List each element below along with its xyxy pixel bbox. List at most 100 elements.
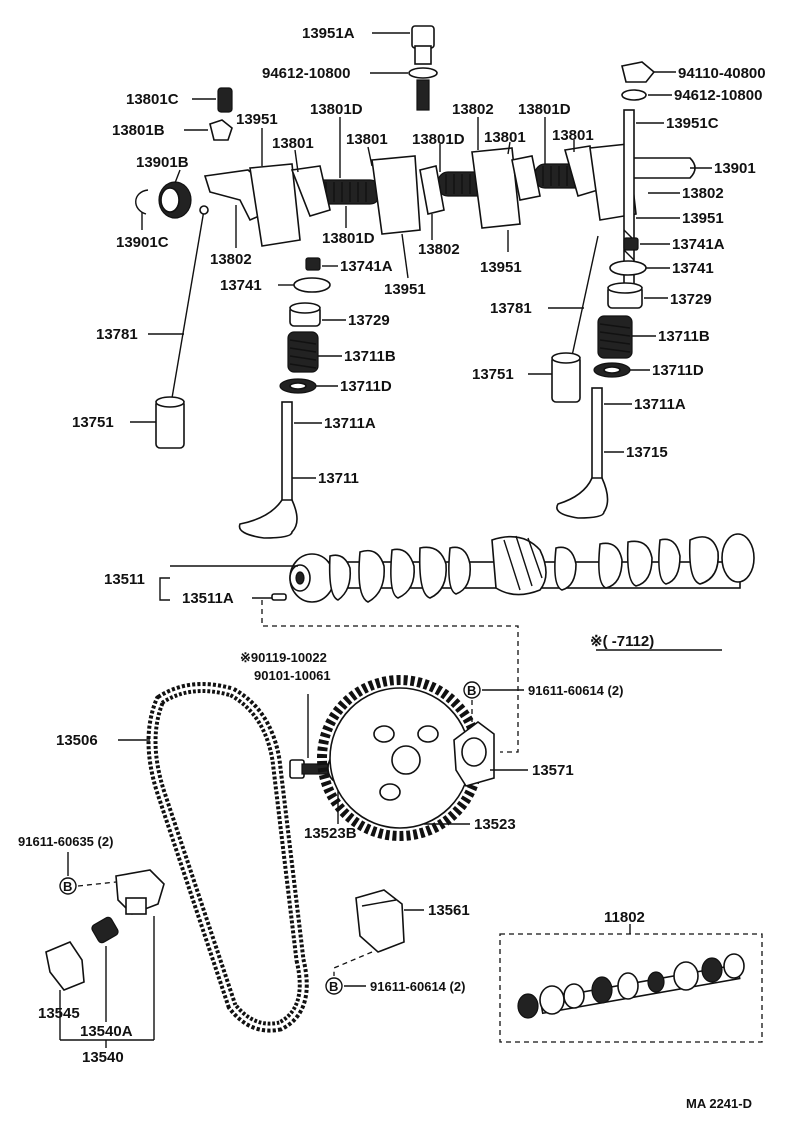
label-13540: 13540 [82,1049,124,1066]
label-13729-l: 13729 [348,312,390,329]
label-13801-a: 13801 [272,135,314,152]
label-13711A-l: 13711A [324,415,376,432]
spring-13540A [91,916,119,944]
label-13802-l: 13802 [210,251,252,268]
timing-chain-13506 [146,682,309,1033]
label-13801D-b: 13801D [412,131,465,148]
label-91611-60614-bot: 91611-60614 (2) [370,979,465,994]
label-13802-r: 13802 [682,185,724,202]
label-13802-a: 13802 [452,101,494,118]
label-13801-b: 13801 [346,131,388,148]
label-13801C: 13801C [126,91,179,108]
seat-13729-left [289,302,321,327]
label-13511A: 13511A [182,590,234,607]
tensioner-plunger-13545 [45,941,85,991]
label-13801-c: 13801 [484,129,526,146]
label-11802: 11802 [604,909,645,926]
valve-13715 [556,387,609,519]
label-13801D-c: 13801D [518,101,571,118]
label-94612-top: 94612-10800 [262,65,350,82]
circlip-13901C [135,189,149,215]
label-13711D-l: 13711D [340,378,392,395]
retainer-13741-right [609,260,647,276]
label-13741A-l: 13741A [340,258,393,275]
seat-13711D-right [593,362,631,378]
svg-text:B: B [467,683,476,698]
label-13801B: 13801B [112,122,165,139]
plug-13901B [158,181,192,219]
svg-text:B: B [63,879,72,894]
label-13781-r: 13781 [490,300,532,317]
label-13545: 13545 [38,1005,80,1022]
label-13901B: 13901B [136,154,189,171]
label-13561: 13561 [428,902,470,919]
label-13751-l: 13751 [72,414,114,431]
label-91611-60635: 91611-60635 (2) [18,834,113,849]
lifter-right-13751 [551,352,581,403]
label-13901: 13901 [714,160,756,177]
label-13951-r: 13951 [682,210,724,227]
retainer-13741-left [293,277,331,293]
spring-13711B-left [287,331,319,373]
bolt-marker-damper: B [325,977,343,995]
label-13951A: 13951A [302,25,355,42]
label-13523: 13523 [474,816,516,833]
label-13711D-r: 13711D [652,362,704,379]
label-13540A: 13540A [80,1023,133,1040]
camshaft-kit-11802 [517,953,745,1019]
bolt-13951A [408,25,438,111]
label-13711A-r: 13711A [634,396,686,413]
label-13741-r: 13741 [672,260,714,277]
label-13741-l: 13741 [220,277,262,294]
label-13715: 13715 [626,444,668,461]
svg-text:B: B [329,979,338,994]
label-note-range: ※( -7112) [590,633,654,650]
label-13711B-r: 13711B [658,328,710,345]
label-13951C: 13951C [666,115,719,132]
cap-13741A-left [305,257,321,271]
seat-13711D-left [279,378,317,394]
label-13711B-l: 13711B [344,348,396,365]
label-91611-60614-top: 91611-60614 (2) [528,683,623,698]
label-13506: 13506 [56,732,98,749]
nut-94110-40800 [621,61,656,101]
tensioner-body-13540 [115,869,165,915]
pushrod-right-13781 [571,235,599,357]
camshaft-13511 [289,533,755,603]
footer-code: MA 2241-D [686,1096,752,1111]
bolt-marker-top: B [463,681,481,699]
pin-13511A [271,593,287,601]
label-90101: 90101-10061 [254,668,331,683]
bolt-marker-tensioner: B [59,877,77,895]
label-13571: 13571 [532,762,574,779]
damper-13561 [355,889,405,953]
pushrod-left-13781 [171,205,209,399]
rocker-shaft-assembly [203,143,696,247]
label-13523B: 13523B [304,825,357,842]
plate-13571 [453,721,495,787]
lifter-left-13751 [155,396,185,449]
label-94612-right: 94612-10800 [674,87,762,104]
label-13801-d: 13801 [552,127,594,144]
label-13901C: 13901C [116,234,169,251]
label-13741A-r: 13741A [672,236,725,253]
bolt-90119-10022 [289,759,329,779]
spring-13711B-right [597,315,633,359]
label-90119: ※90119-10022 [240,650,327,665]
cap-13741A-right [623,237,639,251]
label-13801D-lower: 13801D [322,230,375,247]
label-13801D-a: 13801D [310,101,363,118]
label-13802-m: 13802 [418,241,460,258]
label-94110: 94110-40800 [678,65,766,82]
nut-13801B [209,119,233,141]
screw-13801C [217,87,233,113]
seat-13729-right [607,282,643,309]
label-13751-r: 13751 [472,366,514,383]
label-13951-a: 13951 [236,111,278,128]
label-13951-m: 13951 [480,259,522,276]
label-13729-r: 13729 [670,291,712,308]
label-13951-c: 13951 [384,281,426,298]
label-13781-l: 13781 [96,326,138,343]
label-13711: 13711 [318,470,359,487]
